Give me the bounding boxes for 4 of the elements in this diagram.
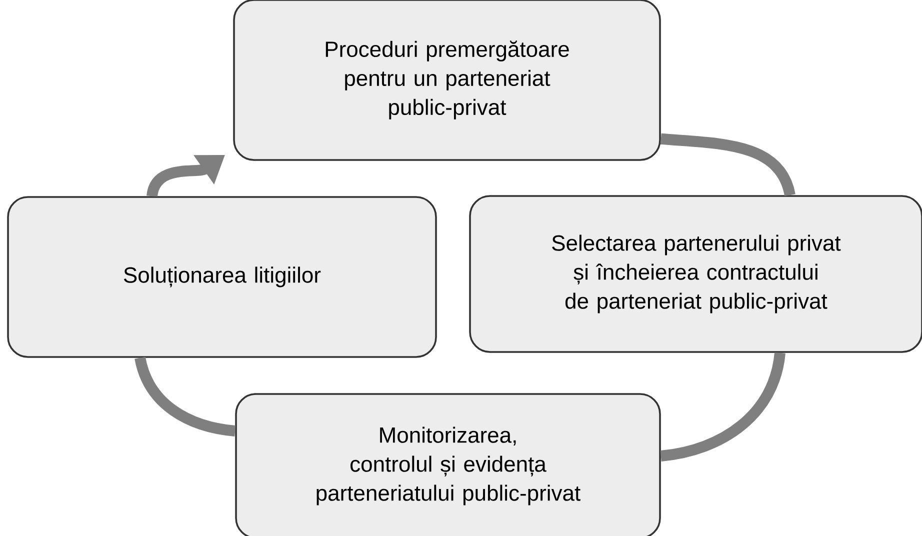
process-box: Proceduri premergătoare pentru un parteneriat public-privat — [233, 0, 661, 161]
process-box: Monitorizarea, controlul și evidența parteneriatului public-privat — [235, 393, 661, 536]
process-box: Soluționarea litigiilor — [7, 196, 437, 358]
process-box: Selectarea partenerului privat și încheierea contractului de parteneriat public-privat — [469, 195, 922, 353]
